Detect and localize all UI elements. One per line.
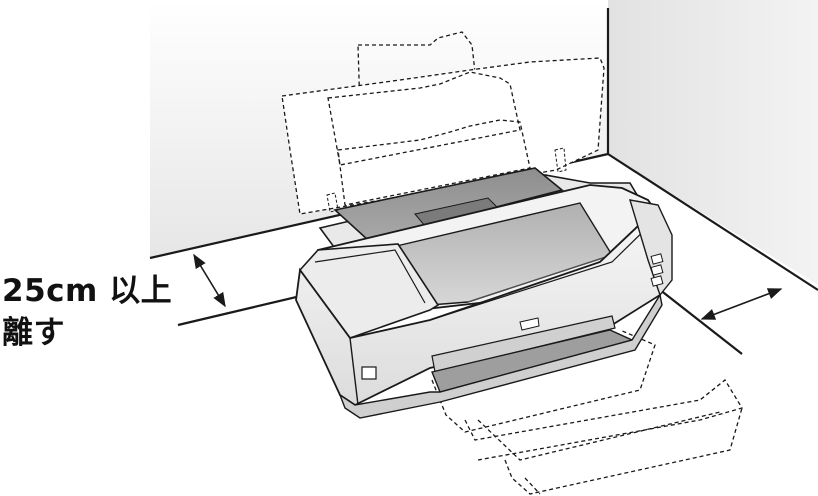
- power-button-icon: [361, 366, 377, 380]
- control-buttons: [650, 253, 664, 287]
- output-tray-outline: [431, 329, 743, 495]
- right-wall: [608, 0, 818, 285]
- wall-floor-edge-right: [607, 153, 818, 291]
- clearance-arrow-right: [700, 288, 783, 320]
- clearance-caption: 25cm 以上 離す: [2, 270, 172, 354]
- printer-base: [338, 293, 663, 419]
- output-slot: [431, 315, 616, 373]
- paper-support-cover: [333, 167, 564, 241]
- printer: [295, 147, 673, 419]
- clearance-line-right: [649, 281, 743, 355]
- clearance-caption-line1: 25cm 以上: [2, 273, 173, 309]
- clearance-arrow-left: [193, 253, 226, 308]
- clearance-caption-line2: 離す: [2, 315, 65, 351]
